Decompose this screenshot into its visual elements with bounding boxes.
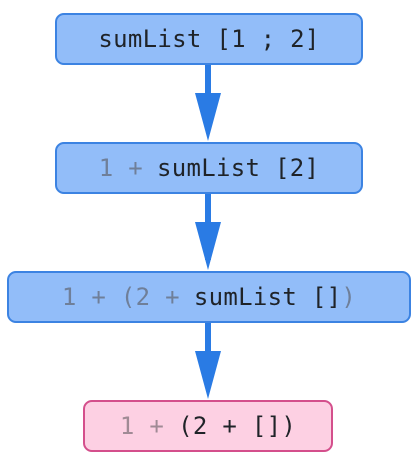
result-node: 1 + (2 + []) [83, 400, 333, 452]
step-3-suffix: ) [341, 283, 357, 311]
result-expression: (2 + []) [178, 412, 297, 440]
step-3-expression: sumList [] [193, 283, 342, 311]
arrow-1 [195, 65, 221, 141]
step-3-prefix: 1 + (2 + [61, 283, 180, 311]
result-prefix: 1 + [119, 412, 165, 440]
arrow-2 [195, 194, 221, 270]
step-node-2: 1 + sumList [2] [55, 142, 363, 194]
arrow-3 [195, 323, 221, 399]
step-node-1: sumList [1 ; 2] [55, 13, 363, 65]
step-1-expression: sumList [1 ; 2] [98, 25, 320, 53]
step-node-3: 1 + (2 + sumList []) [7, 271, 411, 323]
step-2-expression: sumList [2] [157, 154, 320, 182]
step-2-prefix: 1 + [98, 154, 143, 182]
